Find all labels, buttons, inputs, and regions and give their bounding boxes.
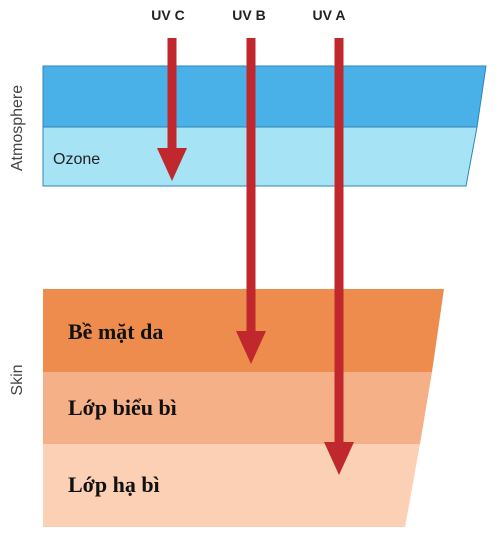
uv-a-arrow-head <box>324 442 354 475</box>
atmosphere-top-layer <box>42 65 487 128</box>
uv-c-label: UV C <box>151 7 184 23</box>
skin-group: Bề mặt da Lớp biểu bì Lớp hạ bì Skin <box>9 289 444 527</box>
uv-c-arrow-head <box>157 148 187 181</box>
atmosphere-side-label: Atmosphere <box>9 85 26 171</box>
ozone-label: Ozone <box>53 151 100 168</box>
uv-a-arrow <box>324 38 354 475</box>
skin-layer-surface <box>43 289 444 372</box>
skin-layer-surface-label: Bề mặt da <box>68 319 163 344</box>
uv-labels: UV C UV B UV A <box>151 7 345 23</box>
uv-a-label: UV A <box>313 7 346 23</box>
uv-b-label: UV B <box>232 7 265 23</box>
ozone-layer <box>42 126 478 187</box>
uv-arrows <box>157 38 354 475</box>
atmosphere-group: Ozone Atmosphere <box>9 65 487 187</box>
skin-layer-dermis-label: Lớp hạ bì <box>68 472 160 497</box>
uv-b-arrow <box>236 38 266 364</box>
skin-side-label: Skin <box>9 364 26 395</box>
skin-layer-dermis <box>43 444 420 527</box>
uv-c-arrow <box>157 38 187 181</box>
skin-layer-epidermis-label: Lớp biểu bì <box>68 395 177 420</box>
uv-b-arrow-head <box>236 331 266 364</box>
